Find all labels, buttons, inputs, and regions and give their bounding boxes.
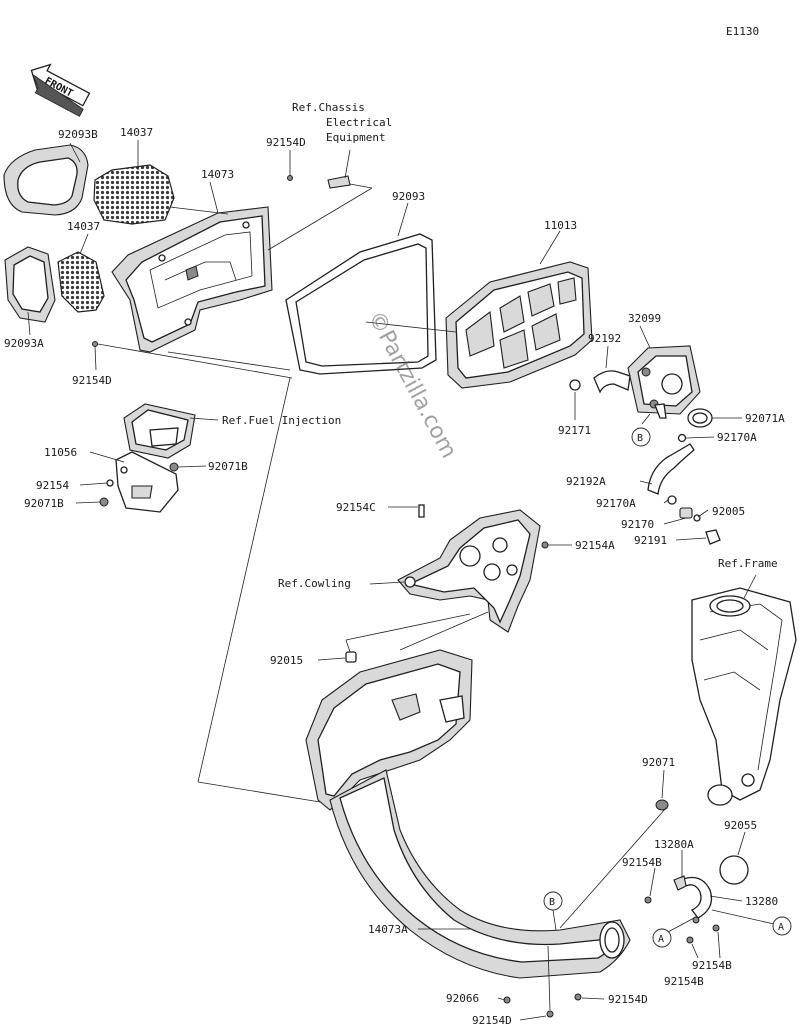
collar-92015 (345, 651, 357, 663)
ref-frame: Ref.Frame (718, 557, 778, 570)
label-92192: 92192 (588, 332, 621, 345)
bolt-92154B-2 (686, 936, 694, 944)
callout-a-right: A (772, 916, 792, 936)
label-13280: 13280 (745, 895, 778, 908)
callout-b-upper-text: B (637, 433, 643, 444)
label-92154A: 92154A (575, 539, 615, 552)
gasket-92093 (285, 233, 437, 375)
oring-92055 (719, 855, 749, 885)
callout-b-lower: B (543, 891, 563, 911)
label-92154B-2: 92154B (692, 959, 732, 972)
grommet-92071A (687, 408, 713, 428)
label-92071B-left: 92071B (24, 497, 64, 510)
hose-92192A (647, 443, 695, 495)
filter-element-11013 (445, 261, 593, 389)
frame-ref (691, 587, 797, 806)
bolt-92154B-1 (644, 896, 652, 904)
callout-b-upper: B (631, 427, 651, 447)
bolt-92154 (106, 479, 114, 487)
label-14073: 14073 (201, 168, 234, 181)
label-92093: 92093 (392, 190, 425, 203)
ref-fuel-injection: Ref.Fuel Injection (222, 414, 341, 427)
label-11056: 11056 (44, 446, 77, 459)
cover-92093A (4, 246, 56, 323)
label-14073A: 14073A (368, 923, 408, 936)
label-92170A-upper: 92170A (717, 431, 757, 444)
clip-92170A-upper (677, 433, 687, 443)
label-92154D-bottom-1: 92154D (472, 1014, 512, 1027)
duct-11056 (115, 403, 196, 513)
grommet-92071 (655, 799, 669, 811)
cover-92093B (3, 144, 89, 216)
bolt-92154B-3 (712, 924, 720, 932)
mesh-14037-upper (93, 164, 175, 225)
label-92191: 92191 (634, 534, 667, 547)
label-92055: 92055 (724, 819, 757, 832)
airbox-14073 (111, 206, 273, 353)
label-92093B: 92093B (58, 128, 98, 141)
airduct-14073A (305, 649, 631, 979)
label-92170: 92170 (621, 518, 654, 531)
label-92015: 92015 (270, 654, 303, 667)
label-92066: 92066 (446, 992, 479, 1005)
hose-92192 (593, 370, 631, 394)
label-32099: 32099 (628, 312, 661, 325)
callout-a-right-text: A (778, 922, 784, 933)
leader-lines (27, 140, 775, 1021)
label-92093A: 92093A (4, 337, 44, 350)
label-92192A: 92192A (566, 475, 606, 488)
grommet-92071B-right (169, 462, 179, 472)
label-92071A: 92071A (745, 412, 785, 425)
label-92071B-right: 92071B (208, 460, 248, 473)
label-92171: 92171 (558, 424, 591, 437)
label-92154D-left: 92154D (72, 374, 112, 387)
cowling-bracket (397, 509, 541, 633)
bolt-92154D-top (287, 175, 293, 181)
bolt-92154D-b2 (574, 993, 582, 1001)
label-13280A: 13280A (654, 838, 694, 851)
callout-b-lower-text: B (549, 897, 555, 908)
label-92154B-3: 92154B (664, 975, 704, 988)
callout-a-left-text: A (658, 934, 664, 945)
ref-cowling: Ref.Cowling (278, 577, 351, 590)
bolt-92154D-b1 (546, 1010, 554, 1018)
label-14037-upper: 14037 (120, 126, 153, 139)
label-92154D-top: 92154D (266, 136, 306, 149)
label-14037-lower: 14037 (67, 220, 100, 233)
grommet-92071B-left (99, 497, 109, 507)
cap-92191 (705, 529, 721, 545)
front-arrow-icon: FRONT (30, 63, 91, 117)
diagram-id: E1130 (726, 25, 759, 38)
bolt-92154C (418, 504, 425, 518)
bolt-92154A (541, 541, 549, 549)
label-92154C: 92154C (336, 501, 376, 514)
bolt-92154D-left (92, 341, 98, 347)
clip-92170A-lower (667, 495, 677, 505)
ref-chassis-line3: Equipment (326, 131, 386, 144)
callout-a-left: A (652, 928, 672, 948)
label-11013: 11013 (544, 219, 577, 232)
label-92154: 92154 (36, 479, 69, 492)
clamp-92171 (569, 379, 581, 391)
label-92071: 92071 (642, 756, 675, 769)
label-92170A-lower: 92170A (596, 497, 636, 510)
connector-ref-chassis (327, 175, 351, 189)
label-92154B-1: 92154B (622, 856, 662, 869)
label-92154D-bottom-2: 92154D (608, 993, 648, 1006)
resonator-32099 (627, 345, 701, 419)
clamp-13280 (673, 875, 713, 924)
ref-chassis-line2: Electrical (326, 116, 392, 129)
label-92005: 92005 (712, 505, 745, 518)
mesh-14037-lower (57, 251, 105, 313)
drain-plug-92005 (679, 507, 701, 522)
ref-chassis-line1: Ref.Chassis (292, 101, 365, 114)
